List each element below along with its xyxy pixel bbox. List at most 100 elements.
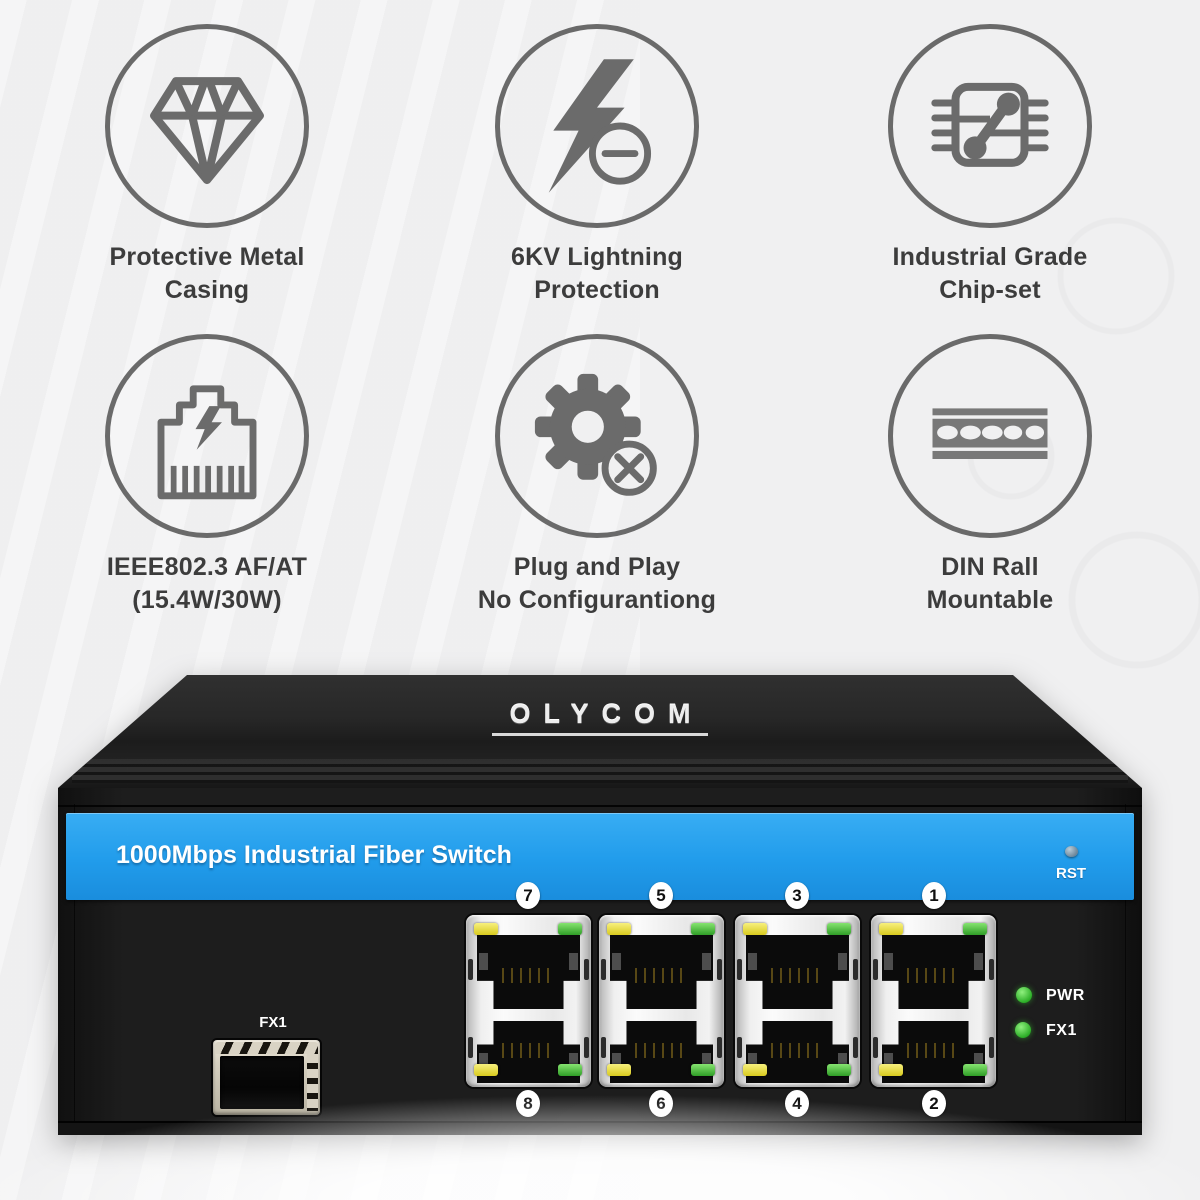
- device-top-lid: OLYCOM: [58, 675, 1142, 789]
- port-led-green: [691, 1064, 715, 1076]
- device-front-face: 1000Mbps Industrial Fiber Switch RST 7 5…: [58, 788, 1142, 1135]
- lightning-icon: [548, 59, 652, 193]
- port-led-yellow: [743, 923, 767, 935]
- rj45-port-pair: [735, 915, 860, 1087]
- jack-clip: [569, 952, 578, 970]
- feature-circle: [105, 334, 309, 538]
- panel-seam-right: [1125, 804, 1126, 1123]
- rj45-frame: [599, 915, 724, 1087]
- feature-label-line1: DIN Rall: [941, 553, 1039, 581]
- feature-circle: [888, 24, 1092, 228]
- panel-seam: [58, 805, 1142, 807]
- frame-slot: [873, 959, 878, 980]
- frame-slot: [717, 959, 722, 980]
- rj45-jack: [746, 935, 849, 1009]
- feature-label-line1: Plug and Play: [513, 553, 681, 581]
- frame-slot: [601, 959, 606, 980]
- sfp-cage-hatch: [307, 1054, 318, 1111]
- chipset-icon: [931, 82, 1049, 167]
- feature-label: 6KV Lightning Protection: [447, 241, 747, 307]
- rj45-pins: [770, 1043, 825, 1058]
- panel-title: 1000Mbps Industrial Fiber Switch: [116, 841, 512, 869]
- jack-clip: [612, 952, 621, 970]
- rj45-pins: [906, 968, 961, 983]
- poe-port-icon: [157, 385, 257, 500]
- rj45-port-pair: [871, 915, 996, 1087]
- rj45-frame: [466, 915, 591, 1087]
- feature-label-line1: IEEE802.3 AF/AT: [106, 553, 308, 581]
- feature-label-line2: Mountable: [926, 586, 1054, 614]
- jack-clip: [838, 952, 847, 970]
- rj45-port-pair: [599, 915, 724, 1087]
- feature-protective-casing: Protective Metal Casing: [57, 24, 357, 307]
- jack-clip: [702, 952, 711, 970]
- port-number-top: 7: [516, 882, 540, 909]
- feature-label-line2: (15.4W/30W): [132, 586, 282, 614]
- port-led-yellow: [879, 923, 903, 935]
- frame-slot: [584, 959, 589, 980]
- feature-plug-and-play: Plug and Play No Configurantiong: [447, 334, 747, 617]
- port-led-yellow: [743, 1064, 767, 1076]
- brand-logo: OLYCOM: [58, 699, 1142, 736]
- rj45-jack: [610, 935, 713, 1009]
- feature-din-rail: DIN Rall Mountable: [840, 334, 1140, 617]
- port-led-green: [558, 1064, 582, 1076]
- feature-circle: [105, 24, 309, 228]
- fiber-switch-device: OLYCOM 1000Mbps Industrial Fiber Switch …: [58, 675, 1142, 1135]
- gear-icon: [534, 373, 657, 496]
- power-led-label: PWR: [1046, 987, 1085, 1004]
- port-number-top: 3: [785, 882, 809, 909]
- jack-clip: [479, 952, 488, 970]
- port-led-yellow: [879, 1064, 903, 1076]
- din-rail-icon: [932, 408, 1048, 459]
- sfp-cage: [213, 1040, 320, 1115]
- frame-slot: [717, 1037, 722, 1058]
- blue-banner: 1000Mbps Industrial Fiber Switch RST: [66, 813, 1134, 900]
- frame-slot: [737, 1037, 742, 1058]
- feature-label-line1: Protective Metal: [109, 243, 305, 271]
- frame-slot: [601, 1037, 606, 1058]
- port-number-bottom: 8: [516, 1090, 540, 1117]
- rj45-pins: [906, 1043, 961, 1058]
- rj45-jack: [882, 935, 985, 1009]
- jack-clip: [884, 952, 893, 970]
- jack-clip: [974, 952, 983, 970]
- feature-label: Industrial Grade Chip-set: [840, 241, 1140, 307]
- frame-slot: [873, 1037, 878, 1058]
- feature-label-line2: Chip-set: [939, 276, 1041, 304]
- rj45-pins: [770, 968, 825, 983]
- fiber-led: [1015, 1022, 1031, 1038]
- rj45-frame: [735, 915, 860, 1087]
- frame-slot: [853, 1037, 858, 1058]
- frame-slot: [584, 1037, 589, 1058]
- port-led-yellow: [607, 923, 631, 935]
- jack-clip: [748, 952, 757, 970]
- sfp-cage-opening: [220, 1056, 304, 1109]
- feature-label: Plug and Play No Configurantiong: [447, 551, 747, 617]
- feature-label: Protective Metal Casing: [57, 241, 357, 307]
- feature-label-line2: No Configurantiong: [477, 586, 717, 614]
- power-led: [1016, 987, 1032, 1003]
- rj45-pins: [501, 968, 556, 983]
- panel-seam-left: [74, 804, 75, 1123]
- rj45-port-pair: [466, 915, 591, 1087]
- frame-slot: [989, 959, 994, 980]
- lid-ridges: [72, 759, 1128, 783]
- reset-label: RST: [1056, 865, 1086, 882]
- diamond-icon: [150, 77, 264, 185]
- brand-logo-text: OLYCOM: [492, 699, 708, 736]
- frame-slot: [468, 1037, 473, 1058]
- fiber-led-label: FX1: [1046, 1022, 1077, 1039]
- feature-label-line1: 6KV Lightning: [510, 243, 684, 271]
- port-led-yellow: [607, 1064, 631, 1076]
- feature-industrial-chipset: Industrial Grade Chip-set: [840, 24, 1140, 307]
- rj45-jack: [477, 935, 580, 1009]
- feature-label-line1: Industrial Grade: [892, 243, 1088, 271]
- frame-slot: [737, 959, 742, 980]
- port-number-bottom: 6: [649, 1090, 673, 1117]
- port-number-top: 1: [922, 882, 946, 909]
- feature-circle: [495, 334, 699, 538]
- frame-slot: [853, 959, 858, 980]
- port-led-yellow: [474, 1064, 498, 1076]
- feature-label-line2: Protection: [534, 276, 660, 304]
